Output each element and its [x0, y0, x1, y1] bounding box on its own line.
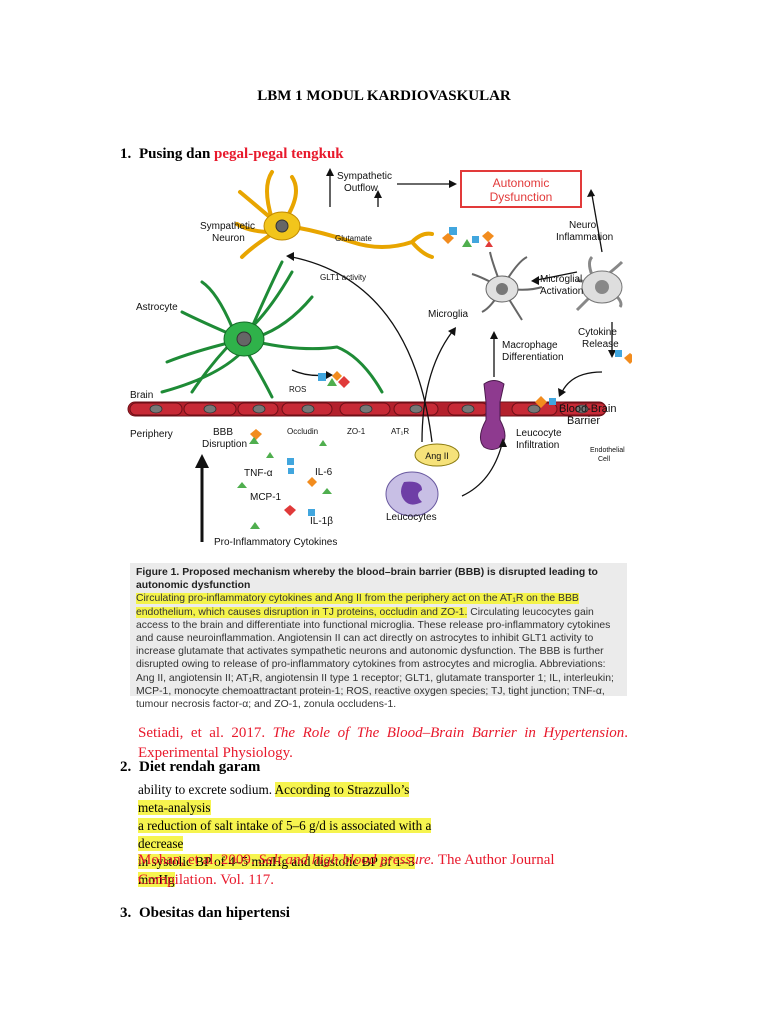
label-sympathetic-outflow-2: Outflow — [344, 183, 379, 194]
section-2-title: Diet rendah garam — [139, 759, 261, 775]
label-bbb-barrier-1: Blood-Brain — [559, 403, 616, 415]
label-neuro-1: Neuro — [569, 220, 597, 231]
section-1-number: 1. — [120, 146, 132, 162]
label-sympathetic-outflow-1: Sympathetic — [337, 171, 392, 182]
label-leucocyte-inf-2: Infiltration — [516, 440, 559, 451]
label-zo1: ZO-1 — [347, 427, 366, 436]
caption-heading: Figure 1. Proposed mechanism whereby the… — [136, 567, 598, 592]
label-bbb-1: BBB — [213, 427, 233, 438]
label-autonomic-1: Autonomic — [493, 176, 550, 190]
label-autonomic-2: Dysfunction — [490, 190, 553, 204]
leucocyte-cell — [385, 471, 439, 517]
label-cytokine-2: Release — [582, 339, 619, 350]
label-il1b: IL-1β — [310, 516, 333, 527]
label-brain: Brain — [130, 390, 153, 401]
label-glt1: GLT1 activity — [320, 273, 366, 282]
section-1-title: Pusing dan — [139, 146, 215, 162]
label-leucocyte-inf-1: Leucocyte — [516, 428, 562, 439]
section-1-title-red: pegal-pegal tengkuk — [214, 146, 344, 162]
section-2-number: 2. — [120, 759, 132, 775]
label-bbb-barrier-2: Barrier — [567, 415, 600, 427]
citation2-after: The Author Journal Compilation. Vol. 117… — [138, 852, 555, 888]
cytokine-symbols — [237, 227, 632, 529]
citation-mohan: Mohan, et al. 2009. Salt and high blood … — [138, 850, 628, 890]
arrows — [200, 174, 613, 542]
label-tnf: TNF-α — [244, 468, 273, 479]
label-ang2: Ang II — [425, 451, 449, 461]
section-1-heading: Pusing dan pegal-pegal tengkuk — [139, 146, 344, 163]
label-mcp1: MCP-1 — [250, 492, 282, 503]
salt-excerpt: ability to excrete sodium. According to … — [138, 781, 438, 889]
label-bbb-2: Disruption — [202, 439, 247, 450]
endothelium-row — [127, 401, 607, 417]
label-endothelial-1: Endothelial — [590, 447, 625, 454]
citation-setiadi: Setiadi, et al. 2017. The Role of The Bl… — [138, 723, 628, 763]
excerpt-line1-plain: ability to excrete sodium. — [138, 782, 275, 797]
activated-microglia-cell — [575, 255, 624, 312]
citation2-title: Salt and high blood pressure. — [258, 852, 435, 868]
label-microglia: Microglia — [428, 309, 468, 320]
label-leucocytes: Leucocytes — [386, 512, 437, 523]
label-occludin: Occludin — [287, 427, 318, 436]
bbb-mechanism-diagram: Sympathetic Outflow Autonomic Dysfunctio… — [127, 168, 632, 548]
label-macrophage-2: Differentiation — [502, 352, 564, 363]
section-3-title: Obesitas dan hipertensi — [139, 905, 290, 921]
autonomic-dysfunction-box — [460, 170, 582, 208]
label-endothelial-2: Cell — [598, 456, 611, 463]
label-sympathetic-neuron-1: Sympathetic — [200, 221, 255, 232]
citation1-title: The Role of The Blood–Brain Barrier in H… — [272, 725, 625, 741]
excerpt-line2-highlight: a reduction of salt intake of 5–6 g/d is… — [138, 818, 432, 851]
citation1-after: . Experimental Physiology. — [138, 725, 628, 761]
sympathetic-neuron — [235, 170, 434, 259]
document-title: LBM 1 MODUL KARDIOVASKULAR — [257, 88, 511, 104]
label-microglial-2: Activation — [540, 286, 583, 297]
label-astrocyte: Astrocyte — [136, 302, 178, 313]
microglia-cell — [471, 251, 543, 321]
figure-caption: Figure 1. Proposed mechanism whereby the… — [130, 563, 627, 710]
label-at1r: AT₁R — [391, 427, 409, 436]
label-sympathetic-neuron-2: Neuron — [212, 233, 245, 244]
caption-body: Circulating leucocytes gain access to th… — [136, 606, 614, 711]
label-il6: IL-6 — [315, 467, 333, 478]
label-cytokine-1: Cytokine — [578, 327, 617, 338]
label-pro-inflam: Pro-Inflammatory Cytokines — [214, 537, 337, 548]
label-periphery: Periphery — [130, 429, 173, 440]
label-macrophage-1: Macrophage — [502, 340, 558, 351]
arrowheads — [195, 168, 616, 468]
label-ros: ROS — [289, 385, 306, 394]
citation2-authors: Mohan, et al. 2009. — [138, 852, 259, 868]
label-microglial-1: Microglial — [540, 274, 582, 285]
section-3-number: 3. — [120, 905, 132, 921]
label-neuro-2: Inflammation — [556, 232, 613, 243]
astrocyte-cell — [160, 260, 384, 399]
citation1-authors: Setiadi, et al. 2017. — [138, 725, 273, 741]
label-glutamate: Glutamate — [335, 234, 372, 243]
ang2-oval — [414, 443, 460, 467]
